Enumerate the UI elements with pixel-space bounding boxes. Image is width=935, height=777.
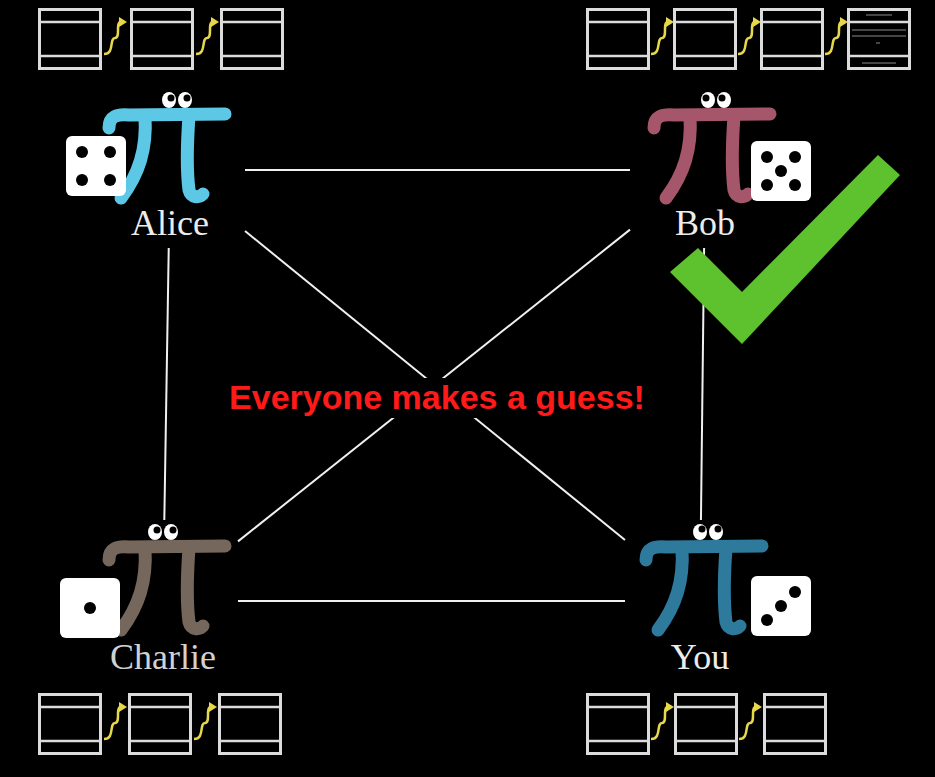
die-pip xyxy=(761,614,773,626)
pi-pupil xyxy=(184,95,191,102)
pi-pupil xyxy=(699,526,706,533)
scribble-line xyxy=(852,30,906,31)
die-face xyxy=(66,136,126,196)
die-face xyxy=(751,576,811,636)
pi-leg xyxy=(658,548,682,630)
scribble-line xyxy=(862,63,896,64)
pi-bar xyxy=(654,114,770,128)
pi-eye xyxy=(178,92,192,108)
pi-bar xyxy=(646,546,762,560)
ledger-block xyxy=(220,695,281,754)
die-pip xyxy=(104,174,116,186)
die-face xyxy=(60,578,120,638)
player-node: Bob xyxy=(630,92,780,248)
pi-leg xyxy=(188,548,204,629)
connection-line xyxy=(238,600,625,602)
player-node: Alice xyxy=(95,92,245,248)
connection-line xyxy=(164,248,168,520)
check-mark xyxy=(670,155,900,344)
ledger-block xyxy=(675,10,736,69)
die-five xyxy=(751,141,811,201)
pi-character xyxy=(109,524,225,630)
pi-eye xyxy=(709,524,723,540)
die-pip xyxy=(76,146,88,158)
pi-leg xyxy=(733,116,749,197)
die-pip xyxy=(789,179,801,191)
scribble-line xyxy=(852,36,906,37)
ledger-block xyxy=(40,695,101,754)
pi-leg xyxy=(188,116,204,197)
pi-leg xyxy=(666,116,690,198)
die-pip xyxy=(761,179,773,191)
ledger-block xyxy=(132,10,193,69)
chain-arrow xyxy=(104,17,127,54)
die-pip xyxy=(76,174,88,186)
chain-arrow xyxy=(739,702,762,739)
die-pip xyxy=(761,151,773,163)
player-name: Charlie xyxy=(110,638,216,678)
headline-label: Everyone makes a guess! xyxy=(225,378,649,417)
die-pip xyxy=(789,586,801,598)
die-pip xyxy=(104,146,116,158)
die-three xyxy=(751,576,811,636)
ledger-block xyxy=(588,695,649,754)
chain-arrow xyxy=(738,17,761,54)
die-face xyxy=(751,141,811,201)
ledger-block xyxy=(588,10,649,69)
chain-arrow xyxy=(104,702,127,739)
scribble-line xyxy=(876,43,880,44)
player-node: Charlie xyxy=(88,520,238,682)
pi-character xyxy=(646,524,762,630)
pi-pupil xyxy=(168,95,175,102)
pi-bar xyxy=(109,546,225,560)
pi-pupil xyxy=(154,527,161,534)
player-name: Bob xyxy=(675,204,735,244)
pi-pupil xyxy=(703,95,710,102)
chain-arrow xyxy=(196,17,219,54)
die-pip xyxy=(84,602,96,614)
pi-character xyxy=(109,92,225,198)
ledger-block xyxy=(849,10,910,69)
scribble-line xyxy=(866,15,892,16)
pi-eye xyxy=(701,92,715,108)
die-one xyxy=(60,578,120,638)
ledger-bob xyxy=(588,10,910,69)
ledger-block xyxy=(222,10,283,69)
die-pip xyxy=(775,600,787,612)
pi-eye xyxy=(717,92,731,108)
pi-bar xyxy=(109,114,225,128)
pi-leg xyxy=(725,548,741,629)
chain-arrow xyxy=(825,17,848,54)
chain-arrow xyxy=(194,702,217,739)
ledger-block xyxy=(40,10,101,69)
ledger-alice xyxy=(40,10,283,69)
player-name: You xyxy=(671,638,729,678)
player-name: Alice xyxy=(131,204,209,244)
ledger-block xyxy=(130,695,191,754)
ledger-you xyxy=(588,695,826,754)
ledger-block xyxy=(676,695,737,754)
pi-eye xyxy=(693,524,707,540)
pi-leg xyxy=(121,548,145,630)
ledger-block xyxy=(762,10,823,69)
player-node: You xyxy=(625,520,775,682)
chain-arrow xyxy=(651,17,674,54)
pi-eye xyxy=(164,524,178,540)
chain-arrow xyxy=(651,702,674,739)
die-pip xyxy=(789,151,801,163)
ledger-charlie xyxy=(40,695,281,754)
pi-eye xyxy=(148,524,162,540)
pi-eye xyxy=(162,92,176,108)
die-four xyxy=(66,136,126,196)
connection-line xyxy=(245,169,630,171)
pi-pupil xyxy=(719,95,726,102)
pi-pupil xyxy=(170,527,177,534)
ledger-block xyxy=(765,695,826,754)
die-pip xyxy=(775,165,787,177)
tiny-scribble xyxy=(852,15,906,63)
pi-pupil xyxy=(715,526,722,533)
